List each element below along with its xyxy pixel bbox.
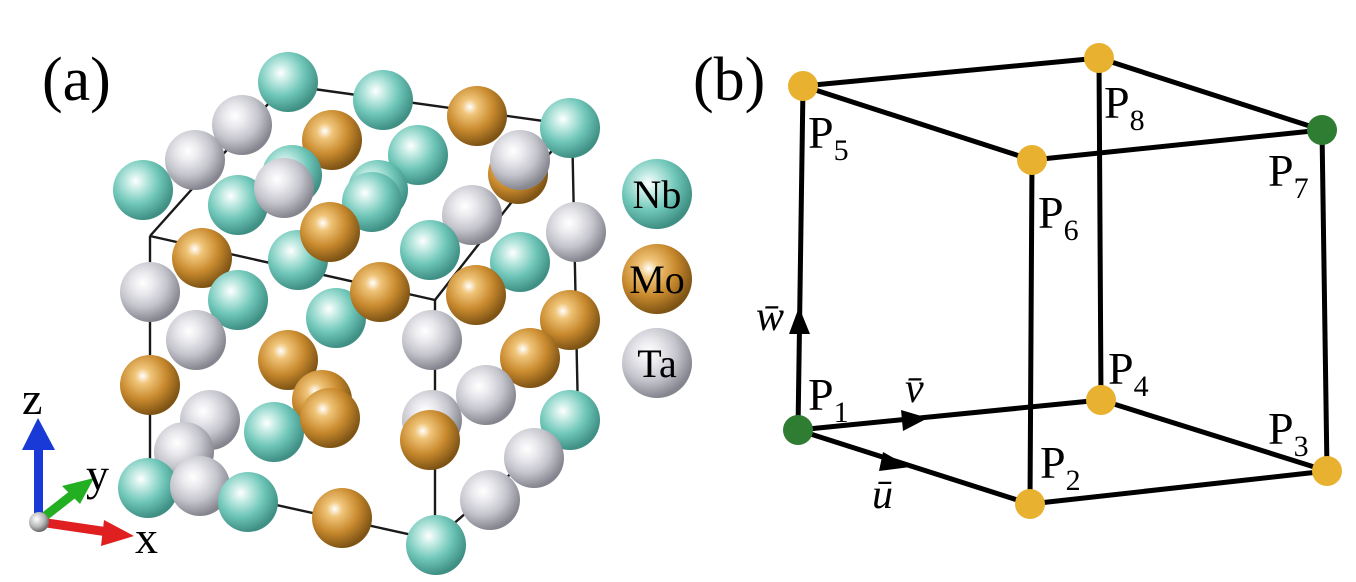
mo-atom [446,265,506,325]
mo-atom [447,86,507,146]
vertex-dot-p3 [1312,456,1342,486]
parallelepiped-edges [795,55,1330,507]
ta-atom [165,130,225,190]
axes-origin [29,512,49,532]
nb-atom [118,458,178,518]
nb-atom [113,160,173,220]
basis-vector-arrows [789,307,928,471]
vertex-label-p8: P8 [1104,77,1145,137]
vector-u-label: ū [872,472,893,518]
vertex-label-p3: P3 [1268,403,1309,463]
mo-atom [302,110,362,170]
ta-atom [170,456,230,516]
legend-label-mo: Mo [629,257,685,302]
y-axis-label: y [86,449,109,500]
mo-atom [400,410,460,470]
legend-label-ta: Ta [637,341,677,386]
mo-atom-swatch [622,244,692,314]
panel-a: (a) Nb Mo Ta [22,46,692,575]
mo-atom [258,330,318,390]
mo-atom [312,488,372,548]
ta-atom [490,130,550,190]
ta-atom [460,470,520,530]
nb-atom [353,70,413,130]
z-axis-arrow [22,418,55,518]
ta-atom [212,95,272,155]
nb-atom [258,52,318,112]
nb-atom [218,472,278,532]
nb-atom [244,402,304,462]
vertex-label-p2: P2 [1040,437,1081,497]
mo-atom [540,290,600,350]
nb-atom [400,220,460,280]
ta-atom [120,262,180,322]
vertex-label-p1: P1 [808,369,849,429]
vertex-label-p4: P4 [1108,343,1149,403]
ta-atom [456,365,516,425]
panel-b: (b) w̄ v̄ ū [693,43,1342,519]
mo-atom [120,355,180,415]
mo-atom [500,328,560,388]
ta-atom [546,202,606,262]
vertex-dot-p5 [788,71,818,101]
panel-a-label: (a) [42,46,111,114]
vertex-label-p5: P5 [808,107,849,167]
nb-atom [306,288,366,348]
ta-atom [504,428,564,488]
ta-atom [402,310,462,370]
nb-atom [540,98,600,158]
panel-b-label: (b) [693,46,765,114]
legend-item-nb: Nb [622,159,692,229]
ta-atom [442,185,502,245]
x-axis-label: x [135,512,158,563]
vertex-dot-p4 [1086,385,1116,415]
vertex-dot-p1 [783,415,813,445]
nb-atom-swatch [622,159,692,229]
mo-atom [350,262,410,322]
element-legend: Nb Mo Ta [622,159,692,398]
w-arrowhead [789,307,810,334]
vector-v-label: v̄ [905,366,924,412]
ta-atom [254,158,314,218]
mo-atom [172,228,232,288]
nb-atom [540,390,600,450]
vertex-dot-p6 [1017,145,1047,175]
vertex-dot-p2 [1015,489,1045,519]
x-axis-arrow [39,517,134,546]
mo-atom [300,388,360,448]
ta-atom-swatch [622,328,692,398]
v-arrowhead [901,410,928,431]
vertex-label-p6: P6 [1038,187,1079,247]
legend-label-nb: Nb [633,172,682,217]
legend-item-ta: Ta [622,328,692,398]
nb-atom [342,172,402,232]
vertex-dots [783,43,1342,519]
nb-atom [208,175,268,235]
vertex-label-p7: P7 [1268,145,1309,205]
nb-atom [208,270,268,330]
u-arrowhead [879,452,910,471]
legend-item-mo: Mo [622,244,692,314]
vertex-dot-p8 [1084,43,1114,73]
z-axis-label: z [22,373,42,424]
vertex-dot-p7 [1307,115,1337,145]
mo-atom [300,202,360,262]
vertex-labels: P1 P2 P3 P4 P5 P6 P7 P8 [808,77,1309,497]
axes-triad: z y x [22,373,158,563]
vector-w-label: w̄ [756,294,784,340]
ta-atom [166,310,226,370]
nb-atom [388,125,448,185]
nb-atom [490,232,550,292]
atom-lattice [113,52,606,575]
nb-atom [406,515,466,575]
